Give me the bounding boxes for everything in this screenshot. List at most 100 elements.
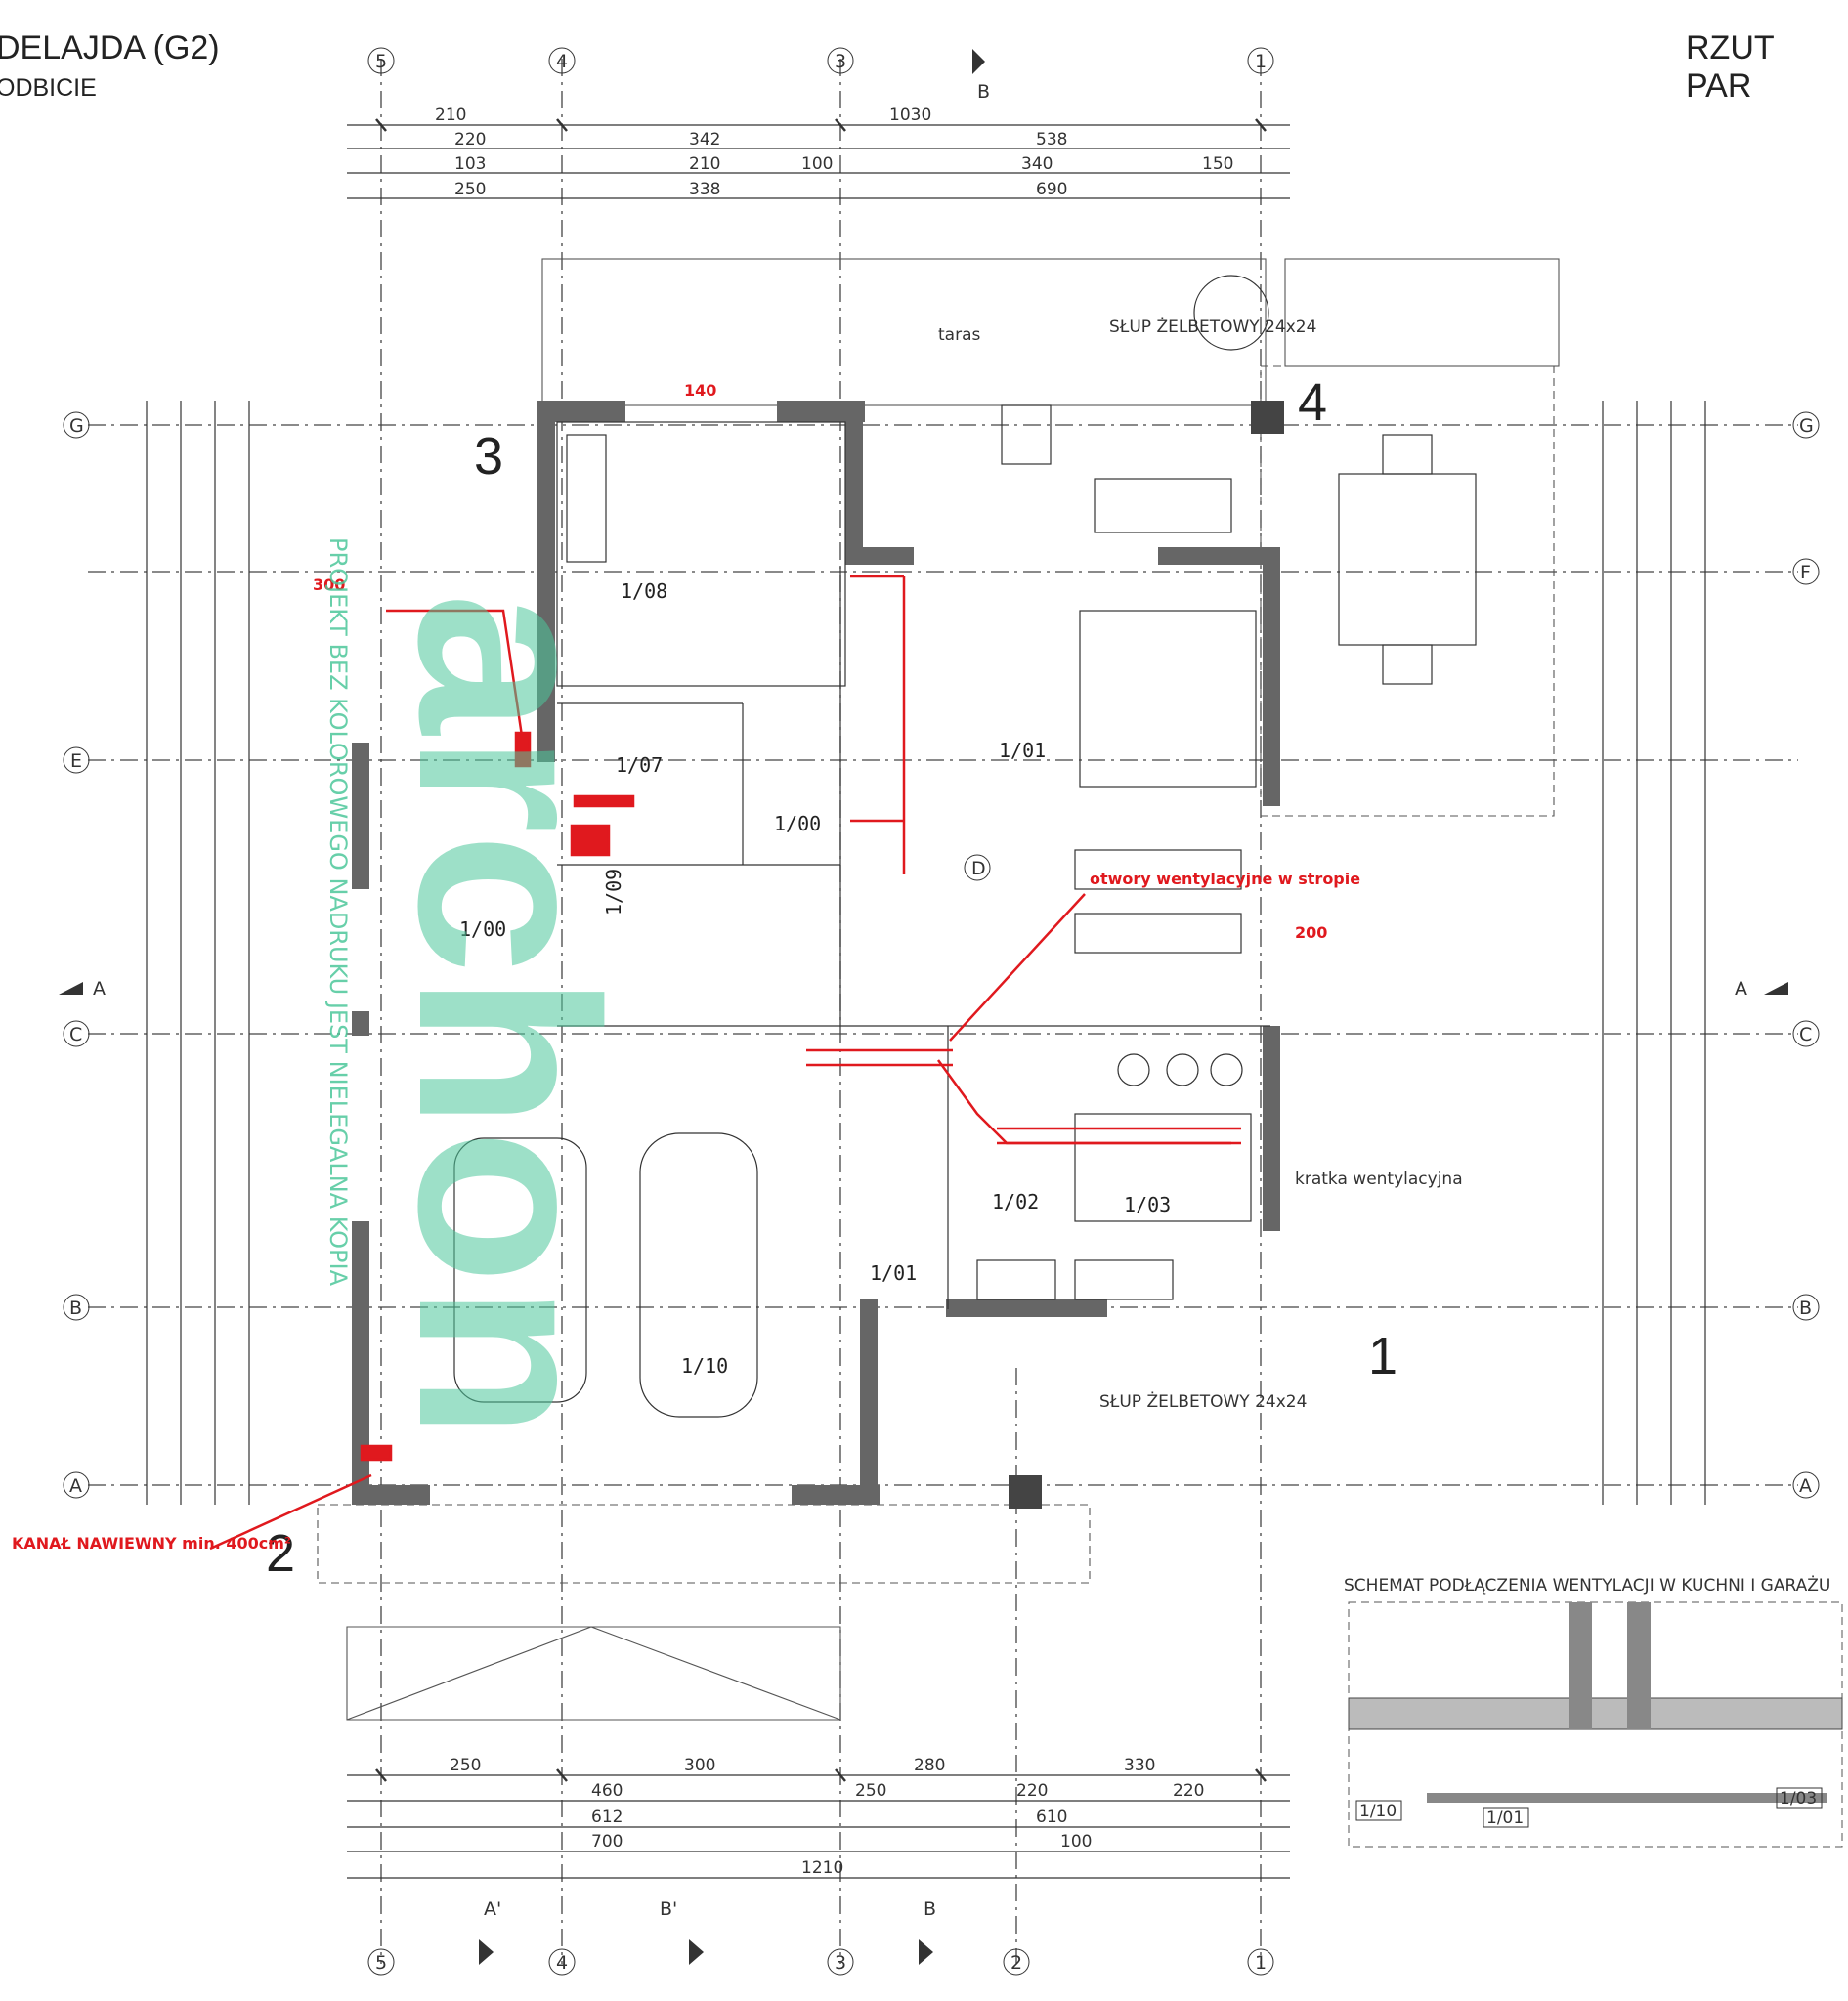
axis-labels: 5 4 3 1 5 4 3 2 1 G E C B A G F C B A D [69,51,1814,1974]
red-value-300: 300 [313,575,345,594]
room-label-1-07: 1/07 [616,753,663,777]
marker-1: 1 [1368,1327,1397,1385]
dim-bot-2: 300 [684,1756,715,1775]
axis-B-right: B [1799,1298,1812,1319]
red-value-200: 200 [1295,923,1327,942]
dim-top-10: 150 [1202,154,1233,174]
axis-5-bottom: 5 [375,1952,387,1974]
dim-bot-13: 1210 [801,1858,843,1878]
inset-title: SCHEMAT PODŁĄCZENIA WENTYLACJI W KUCHNI … [1344,1575,1830,1596]
axis-C-left: C [69,1024,82,1045]
dim-top-13: 690 [1036,180,1067,199]
dim-top-1: 210 [435,106,466,125]
note-kitchen: kratka wentylacyjna [1295,1170,1463,1189]
axis-2-bottom: 2 [1010,1952,1022,1974]
inset-room-1-03: 1/03 [1780,1789,1817,1809]
watermark-logo: archon [365,593,649,1440]
dim-bot-10: 610 [1036,1808,1067,1827]
dimension-labels: 210 1030 220 342 538 103 210 100 340 150… [435,106,1233,1878]
red-ventilation-lines [209,575,1241,1551]
drawing-subtitle-left: ODBICIE [0,74,97,102]
axis-3-bottom: 3 [835,1952,846,1974]
dim-bot-8: 220 [1173,1781,1204,1801]
notes: taras SŁUP ŻELBETOWY 24x24 SŁUP ŻELBETOW… [12,317,1463,1553]
axis-bubbles [63,47,1820,1976]
inset-room-1-10: 1/10 [1359,1802,1397,1821]
dim-bot-11: 700 [591,1832,623,1852]
room-label-1-03: 1/03 [1124,1193,1171,1216]
axis-3-top: 3 [835,51,846,72]
dim-top-2: 1030 [889,106,931,125]
room-label-1-00-entry: 1/00 [459,917,506,941]
marker-3: 3 [474,427,503,486]
note-channel-red: KANAŁ NAWIEWNY min. 400cm² [12,1534,291,1553]
dim-bot-6: 250 [855,1781,886,1801]
inset-room-1-01: 1/01 [1486,1809,1524,1828]
marker-4: 4 [1298,373,1327,432]
axis-C-right: C [1799,1024,1812,1045]
axis-G-left: G [69,415,84,437]
room-labels: 1/08 1/07 1/00 1/09 1/00 1/01 1/02 1/03 … [459,579,1171,1378]
dimension-lines [146,124,1706,1879]
dim-top-8: 100 [801,154,833,174]
axis-D-inner: D [971,858,986,879]
section-B-bottom: B [924,1898,936,1920]
note-pillar-bottom: SŁUP ŻELBETOWY 24x24 [1099,1391,1307,1412]
walls [352,401,1284,1509]
dim-top-12: 338 [689,180,720,199]
section-A-left: A [93,978,106,1000]
marker-2: 2 [266,1524,295,1583]
axis-4-bottom: 4 [556,1952,568,1974]
axis-F-right: F [1800,562,1811,583]
marker-labels: 1 2 3 4 [266,373,1397,1583]
terrace-outline [317,258,1560,1721]
drawing-title-left: DELAJDA (G2) [0,29,220,66]
dim-top-11: 250 [454,180,486,199]
watermark: archon PROJEKT BEZ KOLOROWEGO NADRUKU JE… [324,537,649,1439]
note-pillar-top: SŁUP ŻELBETOWY 24x24 [1109,317,1316,337]
note-terrace: taras [938,325,980,345]
room-label-1-02: 1/02 [992,1190,1039,1213]
red-value-140: 140 [684,381,716,400]
note-vent-red: otwory wentylacyjne w stropie [1090,870,1360,888]
axis-1-top: 1 [1255,51,1267,72]
dim-top-9: 340 [1021,154,1053,174]
dim-top-7: 210 [689,154,720,174]
room-label-1-10: 1/10 [681,1354,728,1378]
room-label-1-01-wc: 1/01 [870,1261,917,1285]
section-B-top: B [977,81,990,103]
section-marks: A A B B A' B' [59,49,1788,1965]
dim-top-4: 342 [689,130,720,149]
axis-G-right: G [1799,415,1814,437]
axis-A-left: A [69,1475,82,1497]
interior-partitions [453,275,1477,1418]
drawing-title-right: RZUT PAR [1686,29,1775,105]
dim-bot-1: 250 [450,1756,481,1775]
dimension-ticks [375,118,1267,1782]
dim-bot-7: 220 [1016,1781,1048,1801]
dim-top-6: 103 [454,154,486,174]
watermark-text: PROJEKT BEZ KOLOROWEGO NADRUKU JEST NIEL… [324,537,352,1287]
inset-detail: SCHEMAT PODŁĄCZENIA WENTYLACJI W KUCHNI … [1344,1575,1843,1848]
dim-bot-5: 460 [591,1781,623,1801]
axis-E-left: E [70,750,82,772]
axis-5-top: 5 [375,51,387,72]
axis-A-right: A [1799,1475,1812,1497]
dim-bot-9: 612 [591,1808,623,1827]
dim-top-5: 538 [1036,130,1067,149]
dim-bot-4: 330 [1124,1756,1155,1775]
section-B2-bottom: B' [660,1898,677,1920]
dim-bot-12: 100 [1060,1832,1092,1852]
axis-B-left: B [69,1298,82,1319]
room-label-1-09: 1/09 [602,869,625,915]
axis-1-bottom: 1 [1255,1952,1267,1974]
axis-4-top: 4 [556,51,568,72]
room-label-1-00-hall: 1/00 [774,812,821,835]
room-label-1-01-living: 1/01 [999,739,1046,762]
dim-bot-3: 280 [914,1756,945,1775]
section-A-right: A [1735,978,1747,1000]
dim-top-3: 220 [454,130,486,149]
room-label-1-08: 1/08 [621,579,667,603]
section-A2-bottom: A' [484,1898,501,1920]
